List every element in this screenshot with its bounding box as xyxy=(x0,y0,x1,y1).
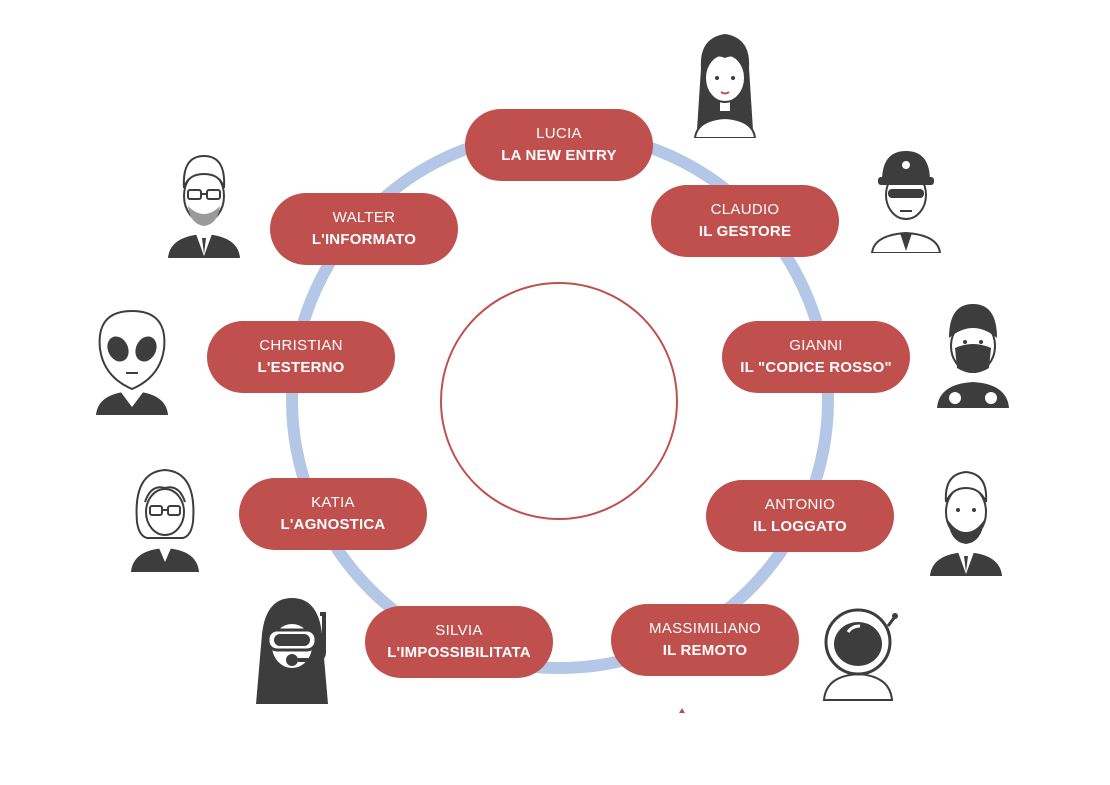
woman-glasses-icon xyxy=(131,468,199,572)
member-name: CLAUDIO xyxy=(710,201,780,218)
small-triangle-marker xyxy=(679,708,685,713)
member-role: L'ESTERNO xyxy=(257,359,345,376)
member-pill-walter: WALTER L'INFORMATO xyxy=(270,193,458,265)
alien-icon xyxy=(96,309,168,415)
member-role: LA NEW ENTRY xyxy=(501,147,617,164)
member-pill-lucia: LUCIA LA NEW ENTRY xyxy=(465,109,653,181)
member-pill-katia: KATIA L'AGNOSTICA xyxy=(239,478,427,550)
member-pill-christian: CHRISTIAN L'ESTERNO xyxy=(207,321,395,393)
member-name: MASSIMILIANO xyxy=(649,620,761,637)
member-pill-massimiliano: MASSIMILIANO IL REMOTO xyxy=(611,604,799,676)
member-role: L'INFORMATO xyxy=(311,231,417,248)
security-guard-icon xyxy=(870,151,942,253)
member-pill-claudio: CLAUDIO IL GESTORE xyxy=(651,185,839,257)
member-name: GIANNI xyxy=(789,337,843,354)
man-glasses-beard-icon xyxy=(168,154,240,258)
center-circle xyxy=(440,282,678,520)
member-role: IL GESTORE xyxy=(698,223,792,240)
member-name: CHRISTIAN xyxy=(259,337,343,354)
member-role: IL "CODICE ROSSO" xyxy=(740,359,892,376)
diver-icon xyxy=(256,598,328,704)
member-name: KATIA xyxy=(311,494,355,511)
member-pill-gianni: GIANNI IL "CODICE ROSSO" xyxy=(722,321,910,393)
member-name: WALTER xyxy=(332,209,396,226)
member-role: L'AGNOSTICA xyxy=(280,516,386,533)
bearded-man-suit-icon xyxy=(930,470,1002,576)
member-pill-antonio: ANTONIO IL LOGGATO xyxy=(706,480,894,552)
member-name: SILVIA xyxy=(435,622,483,639)
member-name: ANTONIO xyxy=(764,496,836,513)
member-role: L'IMPOSSIBILITATA xyxy=(387,644,531,661)
member-pill-silvia: SILVIA L'IMPOSSIBILITATA xyxy=(365,606,553,678)
astronaut-icon xyxy=(822,608,898,701)
member-role: IL REMOTO xyxy=(662,642,748,659)
member-name: LUCIA xyxy=(536,125,582,142)
masked-man-icon xyxy=(937,304,1009,408)
member-role: IL LOGGATO xyxy=(753,518,847,535)
woman-long-hair-icon xyxy=(693,34,757,138)
